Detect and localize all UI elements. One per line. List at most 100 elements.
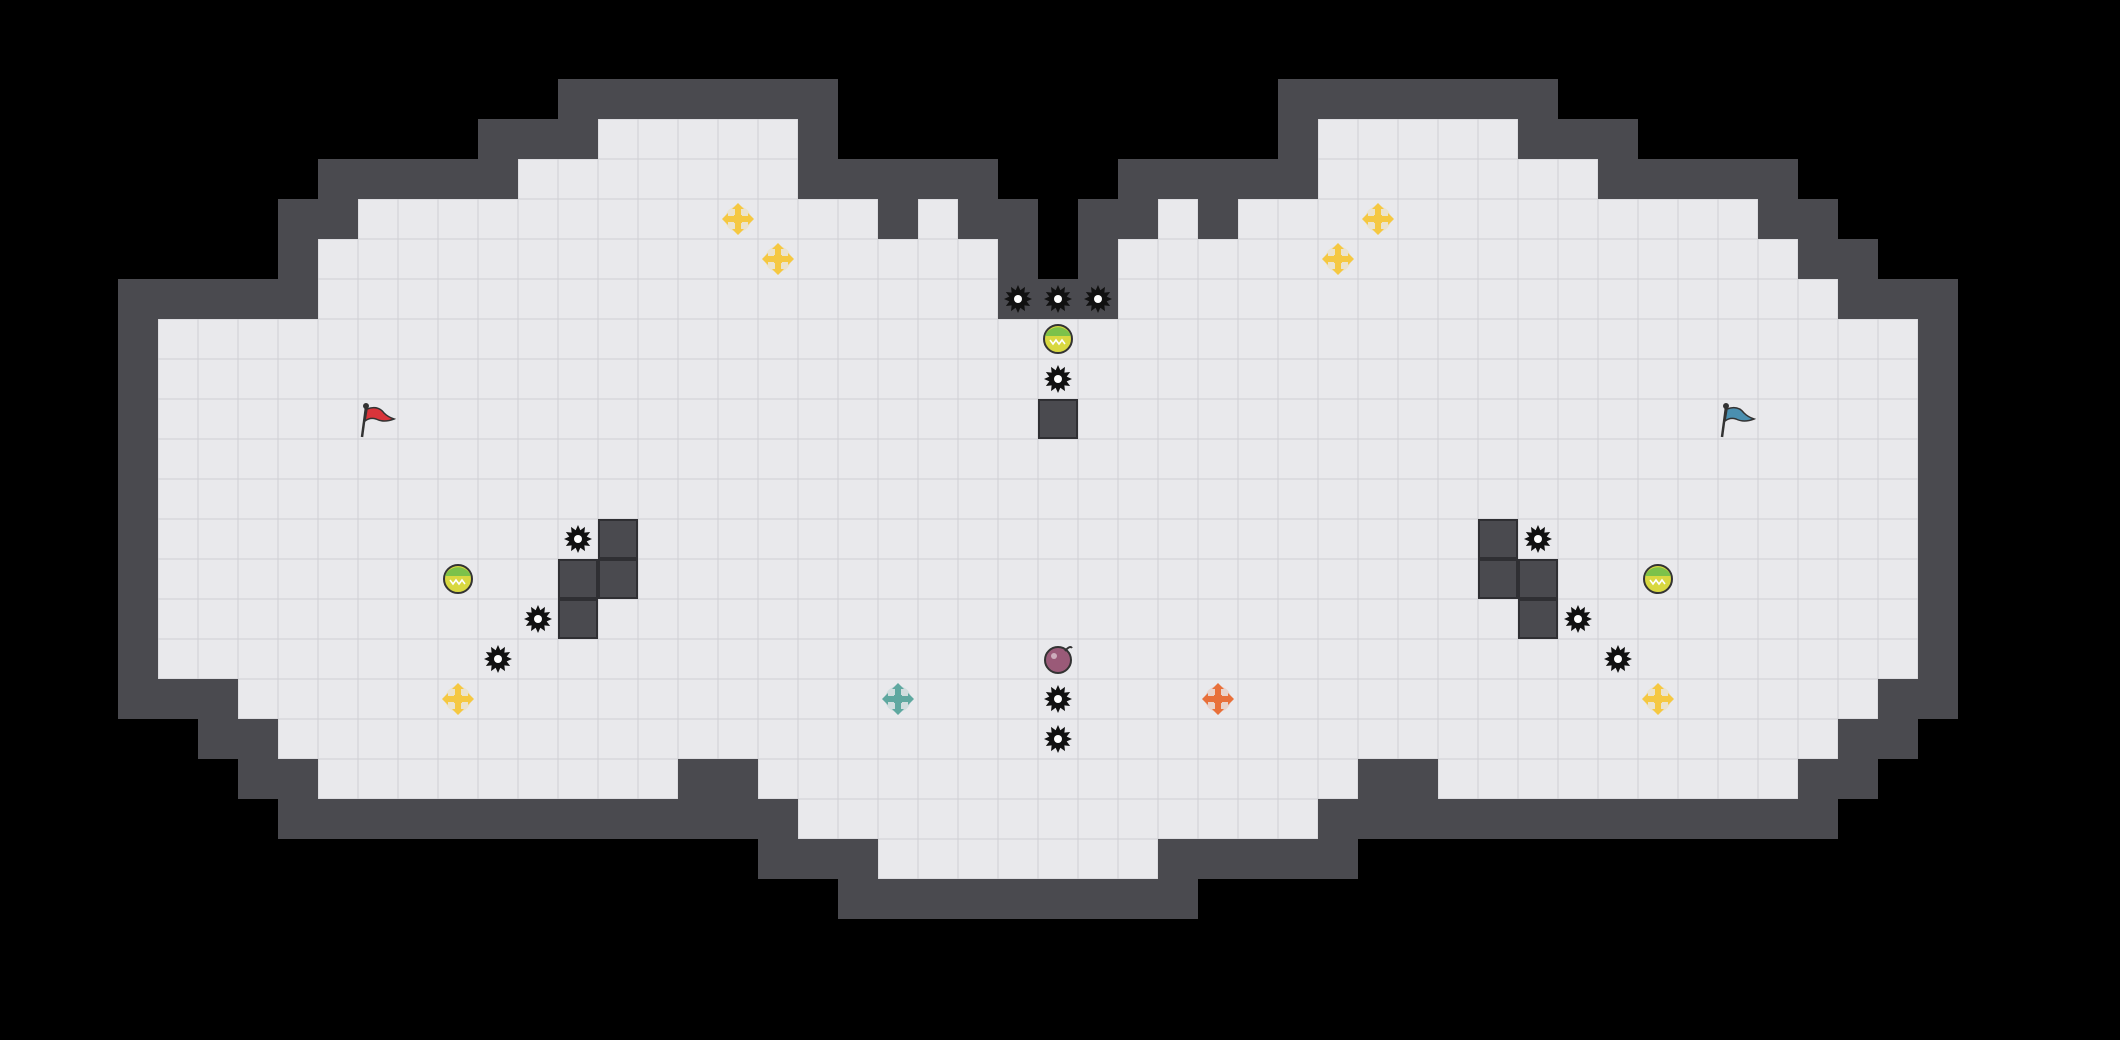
- floor-tile: [477, 398, 519, 440]
- floor-tile: [1717, 238, 1759, 280]
- floor-tile: [1237, 798, 1279, 840]
- wall-tile: [278, 759, 318, 799]
- floor-tile: [757, 558, 799, 600]
- floor-tile: [1237, 478, 1279, 520]
- floor-tile: [477, 238, 519, 280]
- floor-tile: [1677, 718, 1719, 760]
- wall-tile: [1518, 79, 1558, 119]
- floor-tile: [717, 678, 759, 720]
- floor-tile: [1037, 598, 1079, 640]
- floor-tile: [1197, 638, 1239, 680]
- floor-tile: [597, 438, 639, 480]
- floor-tile: [1597, 198, 1639, 240]
- floor-tile: [1197, 478, 1239, 520]
- floor-tile: [197, 438, 239, 480]
- wall-tile: [1638, 159, 1678, 199]
- wall-tile: [278, 799, 318, 839]
- floor-tile: [437, 718, 479, 760]
- wall-tile: [1318, 799, 1358, 839]
- wall-block: [598, 559, 638, 599]
- floor-tile: [1197, 518, 1239, 560]
- floor-tile: [637, 598, 679, 640]
- floor-tile: [477, 438, 519, 480]
- wall-layer: [118, 79, 1958, 919]
- floor-tile: [1757, 638, 1799, 680]
- wall-tile: [158, 679, 198, 719]
- wall-tile: [918, 159, 958, 199]
- floor-tile: [1077, 558, 1119, 600]
- floor-tile: [517, 518, 559, 560]
- floor-tile: [357, 278, 399, 320]
- floor-tile: [1157, 478, 1199, 520]
- floor-tile: [797, 518, 839, 560]
- floor-tile: [677, 358, 719, 400]
- floor-tile: [517, 398, 559, 440]
- floor-tile: [997, 798, 1039, 840]
- floor-tile: [237, 518, 279, 560]
- wall-tile: [598, 79, 638, 119]
- floor-tile: [877, 598, 919, 640]
- floor-tile: [1437, 478, 1479, 520]
- wall-tile: [118, 399, 158, 439]
- floor-tile: [1157, 278, 1199, 320]
- floor-tile: [1717, 638, 1759, 680]
- floor-tile: [1877, 598, 1919, 640]
- floor-tile: [1157, 398, 1199, 440]
- floor-tile: [1677, 558, 1719, 600]
- spike-icon: [564, 525, 592, 553]
- floor-tile: [277, 558, 319, 600]
- wall-tile: [1158, 839, 1198, 879]
- floor-tile: [1317, 758, 1359, 800]
- wall-tile: [1318, 839, 1358, 879]
- floor-tile: [1837, 598, 1879, 640]
- wall-tile: [1238, 839, 1278, 879]
- floor-tile: [997, 758, 1039, 800]
- floor-tile: [1797, 558, 1839, 600]
- floor-tile: [797, 678, 839, 720]
- floor-tile: [1157, 718, 1199, 760]
- floor-tile: [1637, 718, 1679, 760]
- floor-tile: [837, 438, 879, 480]
- floor-tile: [477, 558, 519, 600]
- wall-tile: [798, 839, 838, 879]
- floor-tile: [597, 238, 639, 280]
- floor-tile: [1197, 438, 1239, 480]
- floor-tile: [917, 198, 959, 240]
- floor-tile: [677, 598, 719, 640]
- wall-tile: [1598, 119, 1638, 159]
- floor-tile: [1557, 358, 1599, 400]
- floor-tile: [717, 118, 759, 160]
- floor-tile: [997, 678, 1039, 720]
- floor-tile: [757, 678, 799, 720]
- wall-tile: [958, 199, 998, 239]
- powerup-icon: [443, 564, 473, 594]
- floor-tile: [237, 638, 279, 680]
- floor-tile: [1757, 678, 1799, 720]
- floor-tile: [1037, 478, 1079, 520]
- powerup-icon: [1043, 324, 1073, 354]
- floor-tile: [1077, 638, 1119, 680]
- floor-tile: [797, 478, 839, 520]
- floor-tile: [1317, 118, 1359, 160]
- floor-tile: [1477, 478, 1519, 520]
- floor-tile: [797, 318, 839, 360]
- floor-tile: [1677, 278, 1719, 320]
- wall-tile: [1918, 399, 1958, 439]
- floor-tile: [1077, 718, 1119, 760]
- floor-tile: [437, 598, 479, 640]
- floor-tile: [677, 478, 719, 520]
- floor-tile: [677, 238, 719, 280]
- floor-tile: [1797, 278, 1839, 320]
- floor-tile: [1237, 598, 1279, 640]
- floor-tile: [877, 638, 919, 680]
- floor-tile: [1557, 638, 1599, 680]
- wall-tile: [1438, 799, 1478, 839]
- floor-tile: [837, 238, 879, 280]
- floor-tile: [1837, 358, 1879, 400]
- floor-tile: [637, 318, 679, 360]
- floor-tile: [717, 598, 759, 640]
- floor-tile: [1117, 318, 1159, 360]
- floor-tile: [837, 598, 879, 640]
- floor-tile: [1597, 718, 1639, 760]
- floor-tile: [1237, 758, 1279, 800]
